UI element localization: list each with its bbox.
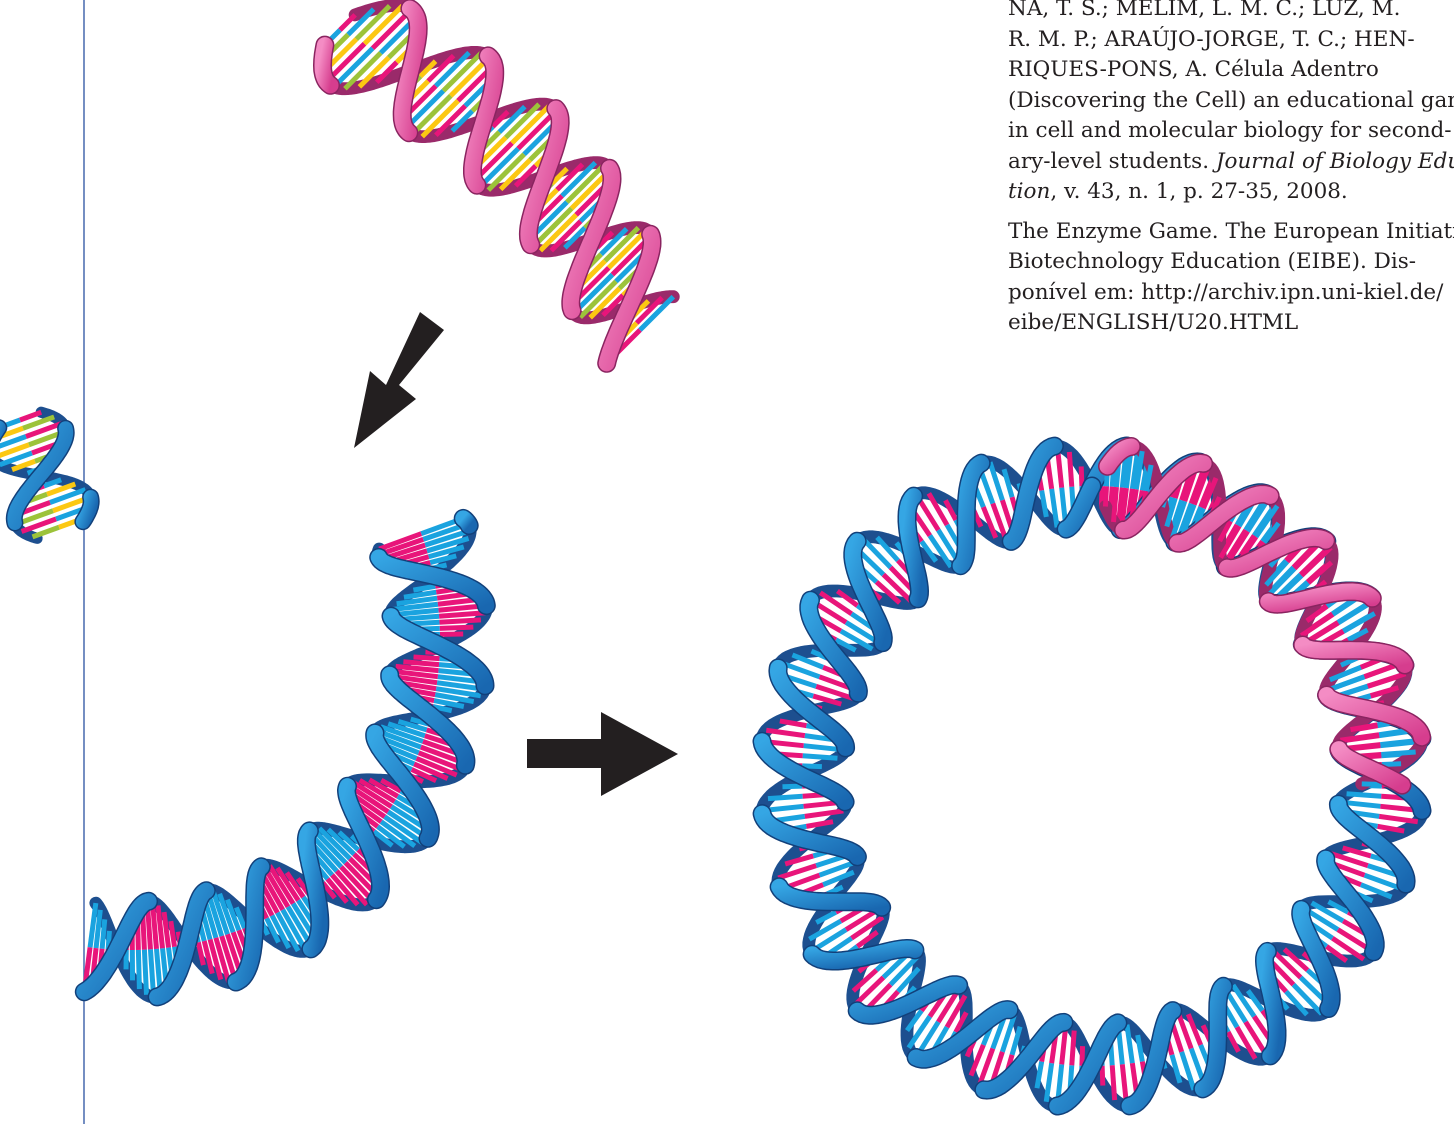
reference-list: NA, T. S.; MELIM, L. M. C.; LUZ, M. R. M… <box>1008 0 1454 348</box>
arrow-right-icon <box>527 712 678 796</box>
reference-line: R. M. P.; ARAÚJO-JORGE, T. C.; HEN- <box>1030 25 1454 56</box>
dna-helix-icon <box>84 518 486 997</box>
reference-line: in cell and molecular biology for second… <box>1030 116 1454 147</box>
reference-line: Biotechnology Education (EIBE). Dis- <box>1030 247 1454 278</box>
reference-line: NA, T. S.; MELIM, L. M. C.; LUZ, M. <box>1030 0 1454 25</box>
reference-item: The Enzyme Game. The European Initiative… <box>1008 217 1454 339</box>
reference-line: tion, v. 43, n. 1, p. 27-35, 2008. <box>1030 177 1454 208</box>
reference-line: The Enzyme Game. The European Initiative <box>1030 217 1454 248</box>
journal-title-end: tion <box>1008 179 1050 204</box>
reference-line: RIQUES-PONS, A. Célula Adentro <box>1030 55 1454 86</box>
circular-dna-plasmid-icon <box>762 446 1422 1106</box>
reference-line: (Discovering the Cell) an educational ga… <box>1030 86 1454 117</box>
arrow-down-left-icon <box>354 312 444 448</box>
reference-line: eibe/ENGLISH/U20.HTML <box>1030 308 1454 339</box>
dna-helix-icon <box>323 5 674 363</box>
journal-title: Journal of Biology Educa- <box>1216 149 1454 174</box>
reference-line: ary-level students. Journal of Biology E… <box>1030 147 1454 178</box>
dna-helix-icon <box>0 412 91 538</box>
reference-text: ary-level students. <box>1008 149 1216 174</box>
reference-item: NA, T. S.; MELIM, L. M. C.; LUZ, M. R. M… <box>1008 0 1454 208</box>
reference-details: , v. 43, n. 1, p. 27-35, 2008. <box>1050 179 1347 204</box>
reference-line: ponível em: http://archiv.ipn.uni-kiel.d… <box>1030 278 1454 309</box>
